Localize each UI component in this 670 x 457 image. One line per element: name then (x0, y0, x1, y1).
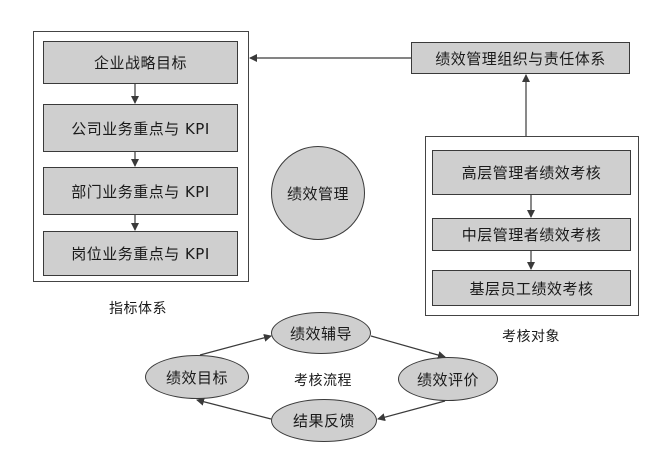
arrow-feedback-to-goal (196, 397, 272, 420)
arrow-goal-to-coaching (199, 333, 272, 356)
org-responsibility-box: 绩效管理组织与责任体系 (411, 42, 630, 74)
process-node-coaching: 绩效辅导 (271, 312, 371, 354)
assessment-objects-caption: 考核对象 (502, 329, 560, 345)
strategy-goal-box: 企业战略目标 (43, 41, 238, 84)
senior-manager-assessment-box: 高层管理者绩效考核 (432, 150, 631, 195)
process-node-evaluation: 绩效评价 (398, 357, 498, 401)
company-kpi-box: 公司业务重点与 KPI (43, 104, 238, 152)
process-center-label: 考核流程 (294, 373, 352, 389)
middle-manager-assessment-box: 中层管理者绩效考核 (432, 218, 631, 251)
process-node-feedback: 结果反馈 (271, 399, 377, 442)
arrow-coaching-to-evaluation (370, 335, 446, 359)
indicator-system-caption: 指标体系 (109, 301, 167, 317)
process-node-goal: 绩效目标 (145, 355, 249, 399)
department-kpi-box: 部门业务重点与 KPI (43, 167, 238, 215)
position-kpi-box: 岗位业务重点与 KPI (43, 231, 238, 276)
performance-management-circle: 绩效管理 (271, 146, 365, 240)
staff-assessment-box: 基层员工绩效考核 (432, 270, 631, 306)
arrow-evaluation-to-feedback (377, 400, 446, 422)
